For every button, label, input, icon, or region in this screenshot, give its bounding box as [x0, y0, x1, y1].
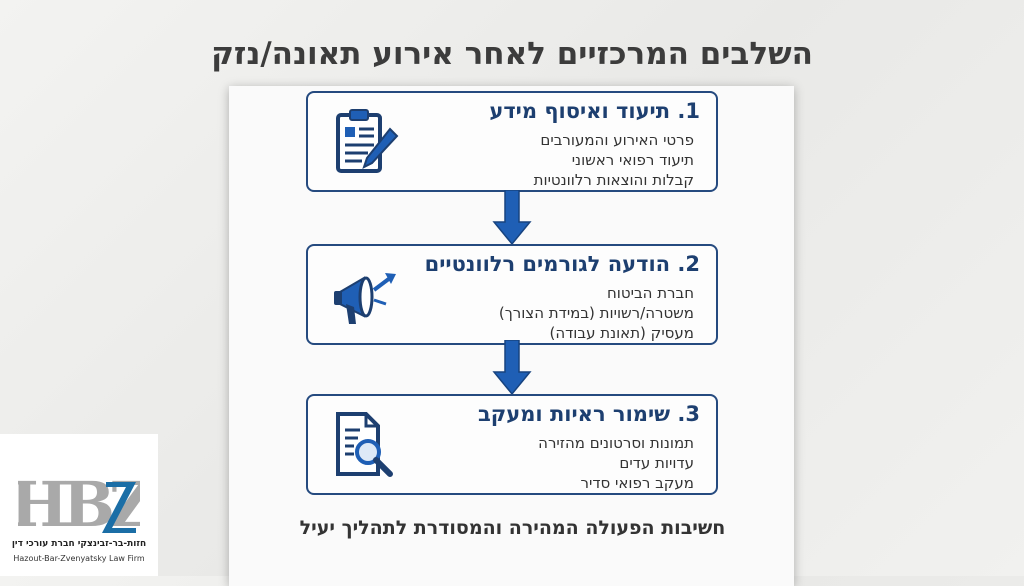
list-item: מעקב רפואי סדיר — [580, 474, 694, 492]
step-items: פרטי האירוע והמעורבים תיעוד רפואי ראשוני… — [534, 130, 694, 190]
step-items: חברת הביטוח משטרה/רשויות (במידת הצורך) מ… — [499, 283, 694, 343]
footer-caption: חשיבות הפעולה המהירה והמסודרת לתהליך יעי… — [299, 517, 726, 539]
list-item: מעסיק (תאונת עבודה) — [549, 324, 694, 342]
step-card-evidence: 3. שימור ראיות ומעקב תמונות וסרטונים מהז… — [306, 394, 718, 495]
step-title: 2. הודעה לגורמים רלוונטיים — [424, 252, 700, 276]
list-item: משטרה/רשויות (במידת הצורך) — [498, 304, 694, 322]
logo-english-name: Hazout-Bar-Zvenyatsky Law Firm — [13, 554, 145, 563]
hbz-logo-mark: HBZ — [18, 470, 140, 536]
logo-hebrew-name: חזות-בר-זבינצקי חברת עורכי דין — [11, 539, 147, 549]
list-item: חברת הביטוח — [606, 284, 694, 302]
list-item: תיעוד רפואי ראשוני — [571, 151, 694, 169]
page-title: השלבים המרכזיים לאחר אירוע תאונה/נזק — [211, 36, 813, 72]
down-arrow-icon — [492, 340, 532, 396]
list-item: עדויות עדים — [619, 454, 694, 472]
list-item: תמונות וסרטונים מהזירה — [538, 434, 694, 452]
firm-logo: HBZ חזות-בר-זבינצקי חברת עורכי דין Hazou… — [0, 434, 158, 576]
step-card-notification: 2. הודעה לגורמים רלוונטיים חברת הביטוח מ… — [306, 244, 718, 345]
list-item: קבלות והוצאות רלוונטיות — [533, 171, 694, 189]
step-items: תמונות וסרטונים מהזירה עדויות עדים מעקב … — [538, 433, 694, 493]
document-magnifier-icon — [336, 412, 393, 477]
clipboard-pencil-icon — [336, 109, 399, 173]
list-item: פרטי האירוע והמעורבים — [540, 131, 694, 149]
step-title: 3. שימור ראיות ומעקב — [477, 402, 700, 426]
step-card-documentation: 1. תיעוד ואיסוף מידע פרטי האירוע והמעורב… — [306, 91, 718, 192]
step-title: 1. תיעוד ואיסוף מידע — [489, 99, 700, 123]
megaphone-icon — [334, 273, 396, 324]
down-arrow-icon — [492, 190, 532, 246]
